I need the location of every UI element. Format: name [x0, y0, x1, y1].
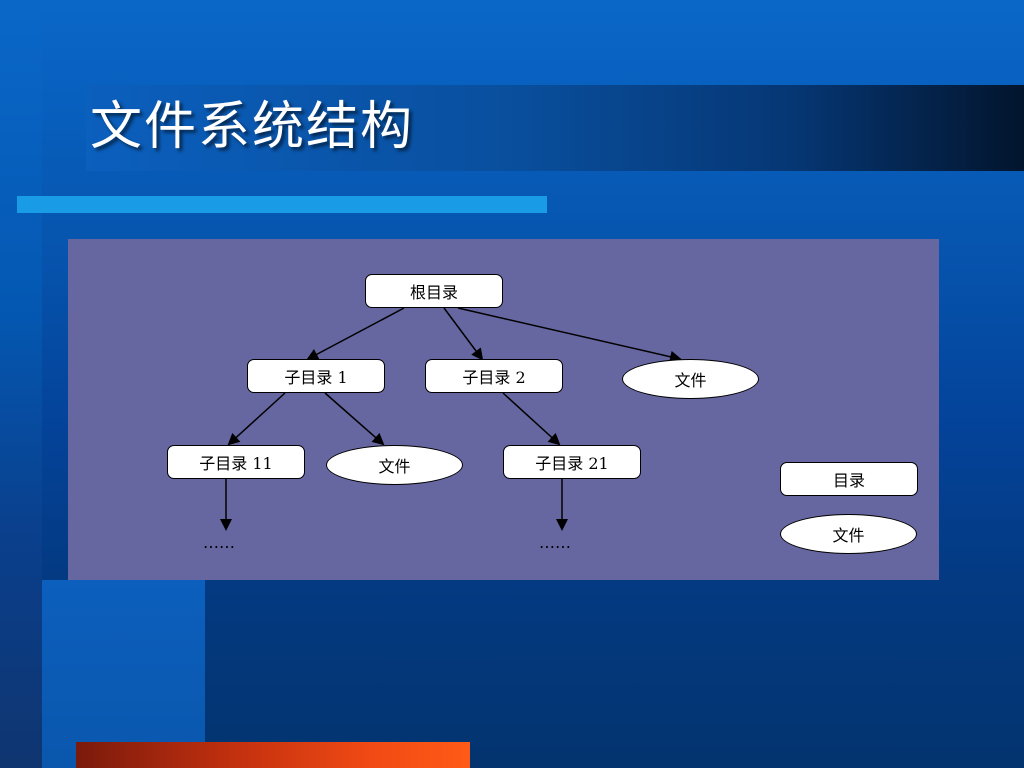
diagram-connectors [220, 307, 682, 531]
legend-file: 文件 [780, 514, 917, 554]
left-decor-strip [0, 0, 42, 768]
file-system-diagram: 根目录 子目录 1 子目录 2 文件 子目录 11 文件 子目录 21 …… …… [68, 239, 939, 580]
edge-dir1-file [324, 392, 385, 446]
node-subdir-2: 子目录 2 [425, 359, 563, 393]
edge-dir2-dir21 [502, 392, 561, 446]
ellipsis-right: …… [539, 533, 571, 552]
bottom-accent-bar [76, 742, 470, 768]
edge-root-dir2 [443, 307, 484, 361]
node-file-level2: 文件 [326, 445, 463, 485]
edge-root-file [457, 307, 682, 363]
left-decor-panel [42, 580, 205, 768]
node-root-directory: 根目录 [365, 274, 503, 308]
node-subdir-21: 子目录 21 [503, 445, 641, 479]
title-band [86, 85, 1024, 171]
accent-bar [17, 196, 547, 213]
node-file-level1: 文件 [622, 359, 759, 399]
edge-root-dir1 [306, 307, 405, 360]
edge-dir1-dir11 [227, 392, 286, 446]
node-subdir-11: 子目录 11 [167, 445, 305, 479]
legend-directory: 目录 [780, 462, 918, 496]
ellipsis-left: …… [203, 533, 235, 552]
node-subdir-1: 子目录 1 [247, 359, 385, 393]
slide-title: 文件系统结构 [90, 97, 415, 157]
